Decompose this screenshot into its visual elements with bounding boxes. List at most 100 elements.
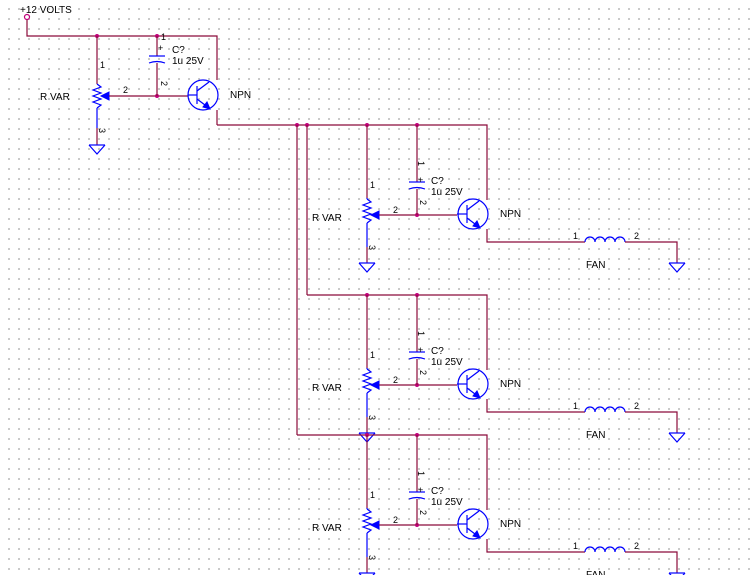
pin-label: 2 xyxy=(123,85,128,95)
wiper-arrow-icon xyxy=(369,210,380,220)
resistor-label: R VAR xyxy=(312,523,342,534)
pin-label: 1 xyxy=(573,401,578,411)
capacitor-ref-label: C? xyxy=(431,486,444,497)
pin-label: 2 xyxy=(418,510,428,515)
pin-label: 3 xyxy=(367,245,377,250)
potentiometer xyxy=(361,198,373,224)
pin-label: 2 xyxy=(159,81,169,86)
pin-label: 1 xyxy=(416,471,426,476)
pin-label: 2 xyxy=(393,375,398,385)
ground-triangle xyxy=(88,144,106,155)
pin-label: 3 xyxy=(367,415,377,420)
pin-label: 3 xyxy=(367,555,377,560)
cap-plus-label: + xyxy=(418,485,423,495)
potentiometer xyxy=(361,508,373,534)
capacitor-ref-label: C? xyxy=(431,176,444,187)
cap-plus-label: + xyxy=(158,43,163,53)
emitter-arrow-icon xyxy=(472,390,481,399)
pin-label: 2 xyxy=(634,401,639,411)
component-line xyxy=(466,370,480,381)
wire xyxy=(625,411,678,433)
resistor-zigzag xyxy=(361,198,373,224)
resistor-zigzag xyxy=(91,83,103,109)
ground-triangle xyxy=(668,262,686,273)
potentiometer xyxy=(361,368,373,394)
wire xyxy=(486,399,585,413)
pin-label: 2 xyxy=(418,200,428,205)
pin-label: 1 xyxy=(370,350,375,360)
ground-symbol xyxy=(668,432,686,443)
output-bus xyxy=(217,123,488,435)
wire xyxy=(26,20,218,80)
wire xyxy=(625,241,678,263)
capacitor-value-label: 1u 25V xyxy=(431,187,463,198)
ground-symbol xyxy=(668,262,686,273)
emitter-arrow-icon xyxy=(202,101,211,110)
component-line xyxy=(196,81,210,92)
transistor-label: NPN xyxy=(500,519,521,530)
capacitor-value-label: 1u 25V xyxy=(431,357,463,368)
capacitor-plate-curved xyxy=(408,186,426,190)
supply-label: +12 VOLTS xyxy=(20,5,72,16)
capacitor-plate-curved xyxy=(148,60,166,64)
pin-label: 2 xyxy=(634,541,639,551)
pin-label: 2 xyxy=(634,231,639,241)
cap-plus-label: + xyxy=(418,345,423,355)
component-line xyxy=(466,510,480,521)
wire xyxy=(486,539,585,553)
pin-label: 1 xyxy=(100,60,105,70)
pin-label: 2 xyxy=(393,205,398,215)
ground-symbol xyxy=(668,572,686,575)
ground-triangle xyxy=(358,262,376,273)
capacitor-plate-curved xyxy=(408,496,426,500)
wire xyxy=(297,434,488,510)
pin-label: 1 xyxy=(416,331,426,336)
transistor-label: NPN xyxy=(500,209,521,220)
capacitor-plate-curved xyxy=(408,356,426,360)
ground-symbol xyxy=(358,262,376,273)
wire xyxy=(625,551,678,573)
wiper-arrow-icon xyxy=(369,380,380,390)
inductor-coil xyxy=(584,236,626,243)
resistor-zigzag xyxy=(361,368,373,394)
pin-label: 1 xyxy=(573,541,578,551)
component-line xyxy=(466,200,480,211)
fan-coil xyxy=(584,546,626,553)
resistor-zigzag xyxy=(361,508,373,534)
pin-label: 2 xyxy=(393,515,398,525)
inductor-coil xyxy=(584,546,626,553)
capacitor-value-label: 1u 25V xyxy=(431,497,463,508)
pin-label: 1 xyxy=(573,231,578,241)
ground-triangle xyxy=(668,432,686,443)
capacitor-value-label: 1u 25V xyxy=(172,56,204,67)
transistor-label: NPN xyxy=(230,90,251,101)
capacitor xyxy=(408,181,426,190)
inductor-coil xyxy=(584,406,626,413)
resistor-label: R VAR xyxy=(40,92,70,103)
capacitor-ref-label: C? xyxy=(431,346,444,357)
transistor-label: NPN xyxy=(500,379,521,390)
ground-symbol xyxy=(358,572,376,575)
emitter-arrow-icon xyxy=(472,220,481,229)
pin-label: 1 xyxy=(370,490,375,500)
ground-symbol xyxy=(88,144,106,155)
fan-coil xyxy=(584,406,626,413)
capacitor xyxy=(408,491,426,500)
wire xyxy=(486,229,585,243)
pin-label: 1 xyxy=(161,32,166,42)
cap-plus-label: + xyxy=(418,175,423,185)
supply-terminal-icon xyxy=(23,13,31,21)
wiper-arrow-icon xyxy=(99,91,110,101)
pin-label: 2 xyxy=(418,370,428,375)
fan-label: FAN xyxy=(586,260,605,271)
pin-label: 1 xyxy=(370,180,375,190)
fan-label: FAN xyxy=(586,570,605,575)
capacitor-ref-label: C? xyxy=(172,45,185,56)
resistor-label: R VAR xyxy=(312,213,342,224)
pin-label: 1 xyxy=(416,161,426,166)
